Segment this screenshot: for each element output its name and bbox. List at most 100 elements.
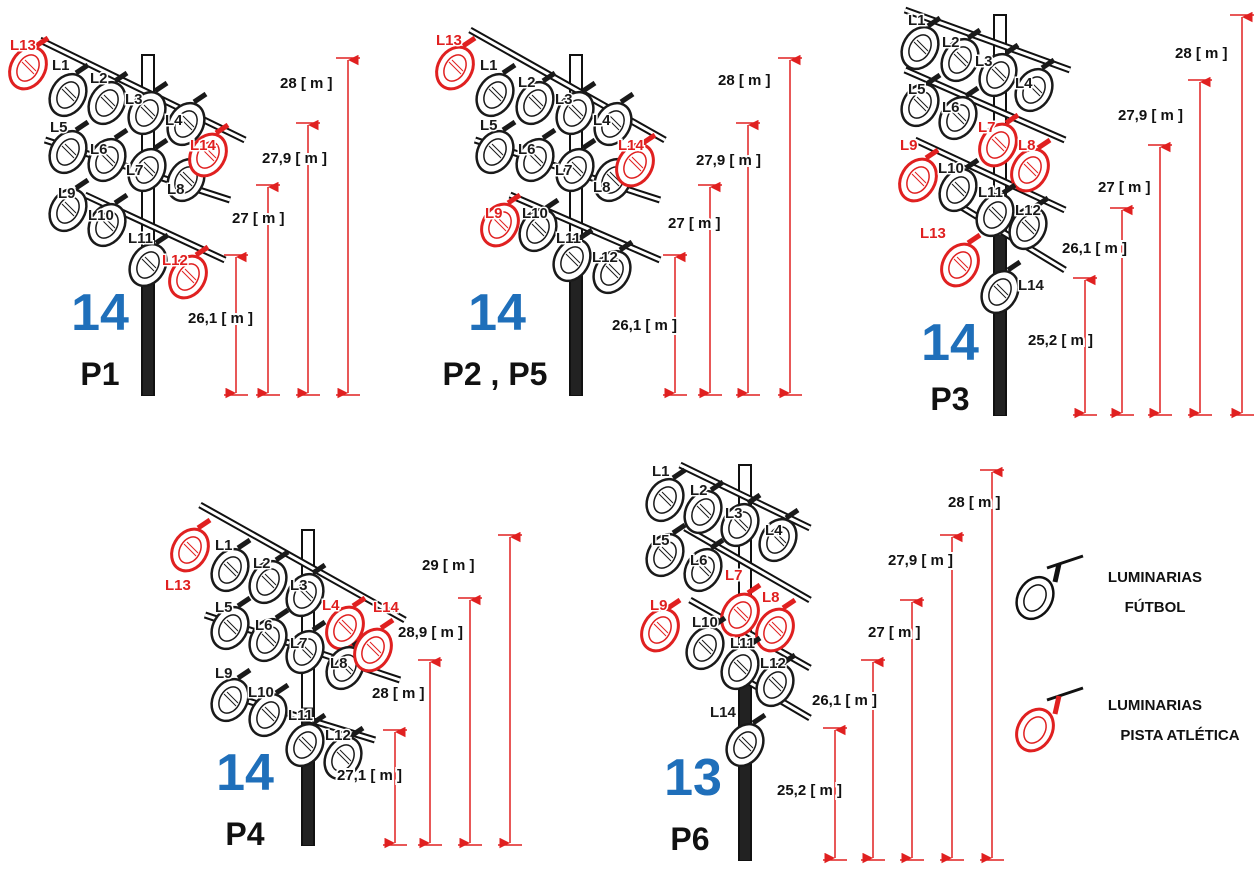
- luminaire-label: L5: [215, 599, 233, 616]
- luminaire-label: L8: [1018, 137, 1036, 154]
- luminaire-label: L12: [325, 727, 351, 744]
- luminaire-label: L14: [190, 137, 217, 154]
- luminaire-label: L1: [215, 537, 233, 554]
- football-luminaire-icon: [755, 652, 797, 708]
- luminaire-label: L4: [322, 597, 340, 614]
- football-luminaire-icon: [592, 239, 634, 295]
- luminaire-label: L12: [162, 252, 188, 269]
- dimension-label: 28 [ m ]: [372, 685, 425, 702]
- dimension-label: 26,1 [ m ]: [188, 310, 253, 327]
- luminaire-label: L7: [978, 119, 996, 136]
- football-luminaire-icon: [48, 62, 90, 118]
- luminaire-label: L11: [288, 707, 313, 724]
- luminaire-label: L8: [762, 589, 780, 606]
- athletic-luminaire-icon: [1010, 137, 1052, 193]
- luminaire-label: L1: [52, 57, 70, 74]
- luminaire-label: L12: [1015, 202, 1041, 219]
- luminaire-label: L6: [255, 617, 273, 634]
- football-luminaire-icon: [48, 177, 90, 233]
- dimension-label: 26,1 [ m ]: [612, 317, 677, 334]
- pole-mast-lower: [143, 245, 153, 395]
- football-luminaire-icon: [475, 119, 517, 175]
- luminaire-count: 14: [468, 284, 526, 342]
- athletic-luminaire-icon: [940, 232, 982, 288]
- luminaire-label: L2: [690, 482, 708, 499]
- football-luminaire-icon: [980, 259, 1022, 315]
- dimension-label: 27 [ m ]: [232, 210, 285, 227]
- luminaire-label: L8: [167, 181, 185, 198]
- luminaire-label: L1: [652, 463, 670, 480]
- football-luminaire-icon: [475, 62, 517, 118]
- luminaire-label: L5: [50, 119, 68, 136]
- dimension-label: 27 [ m ]: [868, 624, 921, 641]
- athletic-luminaire-icon: [325, 595, 367, 651]
- luminaire-label: L13: [920, 225, 946, 242]
- luminaire-label: L7: [725, 567, 743, 584]
- football-luminaire-icon: [127, 80, 169, 136]
- pole-name: P4: [225, 816, 264, 852]
- athletic-luminaire-icon: [898, 147, 940, 203]
- luminaire-label: L3: [725, 505, 743, 522]
- football-luminaire-icon: [248, 682, 290, 738]
- football-luminaire-icon: [515, 70, 557, 126]
- football-luminaire-icon: [166, 91, 208, 147]
- pole-mast-lower: [571, 245, 581, 395]
- athletic-luminaire-icon: [353, 617, 395, 673]
- luminaire-label: L3: [975, 53, 993, 70]
- legend-athletic-line2: PISTA ATLÉTICA: [1120, 727, 1239, 744]
- pole-p1: [8, 35, 247, 396]
- luminaire-count: 14: [216, 744, 274, 802]
- football-luminaire-icon: [555, 80, 597, 136]
- luminaire-label: L4: [1015, 75, 1033, 92]
- luminaire-label: L10: [248, 684, 274, 701]
- football-luminaire-icon: [555, 137, 597, 193]
- luminaire-label: L11: [128, 230, 153, 247]
- athletic-luminaire-icon: [168, 244, 210, 300]
- football-luminaire-icon: [210, 537, 252, 593]
- luminaire-label: L8: [593, 179, 611, 196]
- pole-mast-lower: [303, 707, 313, 845]
- luminaire-label: L12: [592, 249, 618, 266]
- dimension-label: 27,1 [ m ]: [337, 767, 402, 784]
- football-luminaire-icon: [248, 607, 290, 663]
- football-luminaire-icon: [725, 712, 767, 768]
- football-luminaire-icon: [210, 595, 252, 651]
- football-luminaire-icon: [938, 157, 980, 213]
- pole-p2p5: [435, 26, 667, 396]
- luminaire-label: L11: [730, 635, 755, 652]
- luminaire-label: L9: [900, 137, 918, 154]
- luminaire-label: L6: [90, 141, 108, 158]
- dimension-label: 29 [ m ]: [422, 557, 475, 574]
- pole-name: P2 , P5: [443, 356, 548, 392]
- football-luminaire-icon: [978, 42, 1020, 98]
- football-luminaire-icon: [285, 562, 327, 618]
- football-luminaire-icon: [685, 615, 727, 671]
- luminaire-label: L2: [518, 74, 536, 91]
- luminaire-label: L7: [290, 635, 308, 652]
- athletic-luminaire-icon: [640, 597, 682, 653]
- dimension-label: 27,9 [ m ]: [696, 152, 761, 169]
- luminaire-label: L12: [760, 655, 786, 672]
- luminaire-label: L5: [652, 532, 670, 549]
- luminaire-label: L14: [1018, 277, 1045, 294]
- football-luminaire-icon: [285, 712, 327, 768]
- legend-football-line1: LUMINARIAS: [1108, 569, 1202, 586]
- luminaire-label: L6: [690, 552, 708, 569]
- luminaire-count: 13: [664, 749, 722, 807]
- pole-p4: [170, 501, 407, 846]
- football-luminaire-icon: [683, 537, 725, 593]
- athletic-luminaire-icon: [480, 192, 522, 248]
- football-luminaire-icon: [552, 227, 594, 283]
- football-luminaire-icon: [285, 619, 327, 675]
- football-luminaire-icon: [48, 119, 90, 175]
- pole-name: P3: [930, 381, 969, 417]
- dimension-label: 28 [ m ]: [718, 72, 771, 89]
- dimension-label: 27,9 [ m ]: [262, 150, 327, 167]
- luminaire-label: L3: [125, 91, 143, 108]
- luminaire-label: L5: [908, 81, 926, 98]
- pole-mast-lower: [740, 682, 750, 860]
- legend-football-line2: FÚTBOL: [1125, 598, 1186, 616]
- luminaire-label: L1: [480, 57, 498, 74]
- luminaire-label: L13: [436, 32, 462, 49]
